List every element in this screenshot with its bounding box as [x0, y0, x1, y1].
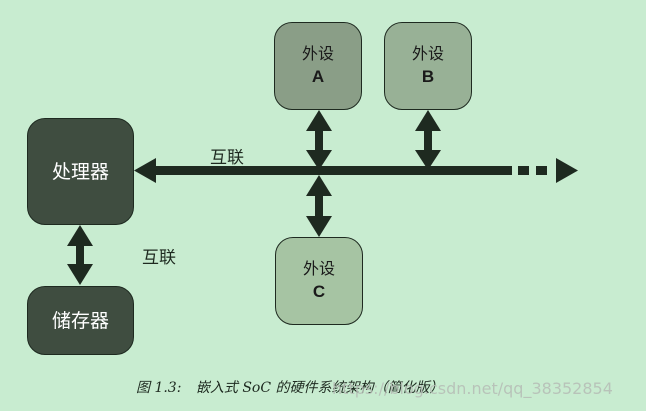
link-c-up-arrowhead [306, 175, 332, 196]
bus-line [150, 166, 512, 175]
peripheral-a-box: 外设 A [274, 22, 362, 110]
bus-dash-2 [536, 166, 547, 175]
link-a-shaft [315, 130, 323, 152]
storage-box: 储存器 [27, 286, 134, 355]
bus-dash-1 [518, 166, 529, 175]
mem-link-label: 互联 [142, 248, 176, 268]
peripheral-a-letter: A [311, 67, 325, 86]
processor-label: 处理器 [51, 160, 109, 183]
link-b-up-arrowhead [415, 110, 441, 131]
link-mem-up-arrowhead [67, 225, 93, 246]
peripheral-c-box: 外设 C [275, 237, 363, 325]
link-mem-down-arrowhead [67, 264, 93, 285]
peripheral-b-box: 外设 B [384, 22, 472, 110]
figure-caption: 图 1.3: 嵌入式 SoC 的硬件系统架构（简化版） https://blog… [0, 375, 646, 398]
peripheral-b-label: 外设 [411, 44, 444, 63]
link-b-shaft [424, 130, 432, 152]
caption-text: 嵌入式 SoC 的硬件系统架构（简化版） [195, 380, 444, 396]
bus-right-arrowhead [556, 158, 578, 183]
link-mem-shaft [76, 245, 84, 265]
peripheral-c-letter: C [312, 282, 326, 301]
peripheral-c-label: 外设 [302, 259, 335, 278]
peripheral-a-label: 外设 [301, 44, 334, 63]
bus-label: 互联 [210, 148, 244, 168]
processor-box: 处理器 [27, 118, 134, 225]
peripheral-b-letter: B [421, 67, 435, 86]
caption-main: 图 1.3: 嵌入式 SoC 的硬件系统架构（简化版） [136, 377, 444, 397]
caption-figure-number: 图 1.3: [136, 380, 182, 396]
bus-left-arrowhead [134, 158, 156, 183]
link-a-up-arrowhead [306, 110, 332, 131]
storage-label: 储存器 [51, 309, 109, 332]
link-b-down-arrowhead [415, 150, 441, 170]
link-c-down-arrowhead [306, 216, 332, 237]
link-c-shaft [315, 195, 323, 217]
link-a-down-arrowhead [306, 150, 332, 170]
watermark-text: https://blog.csdn.net/qq_38352854 [332, 379, 613, 398]
